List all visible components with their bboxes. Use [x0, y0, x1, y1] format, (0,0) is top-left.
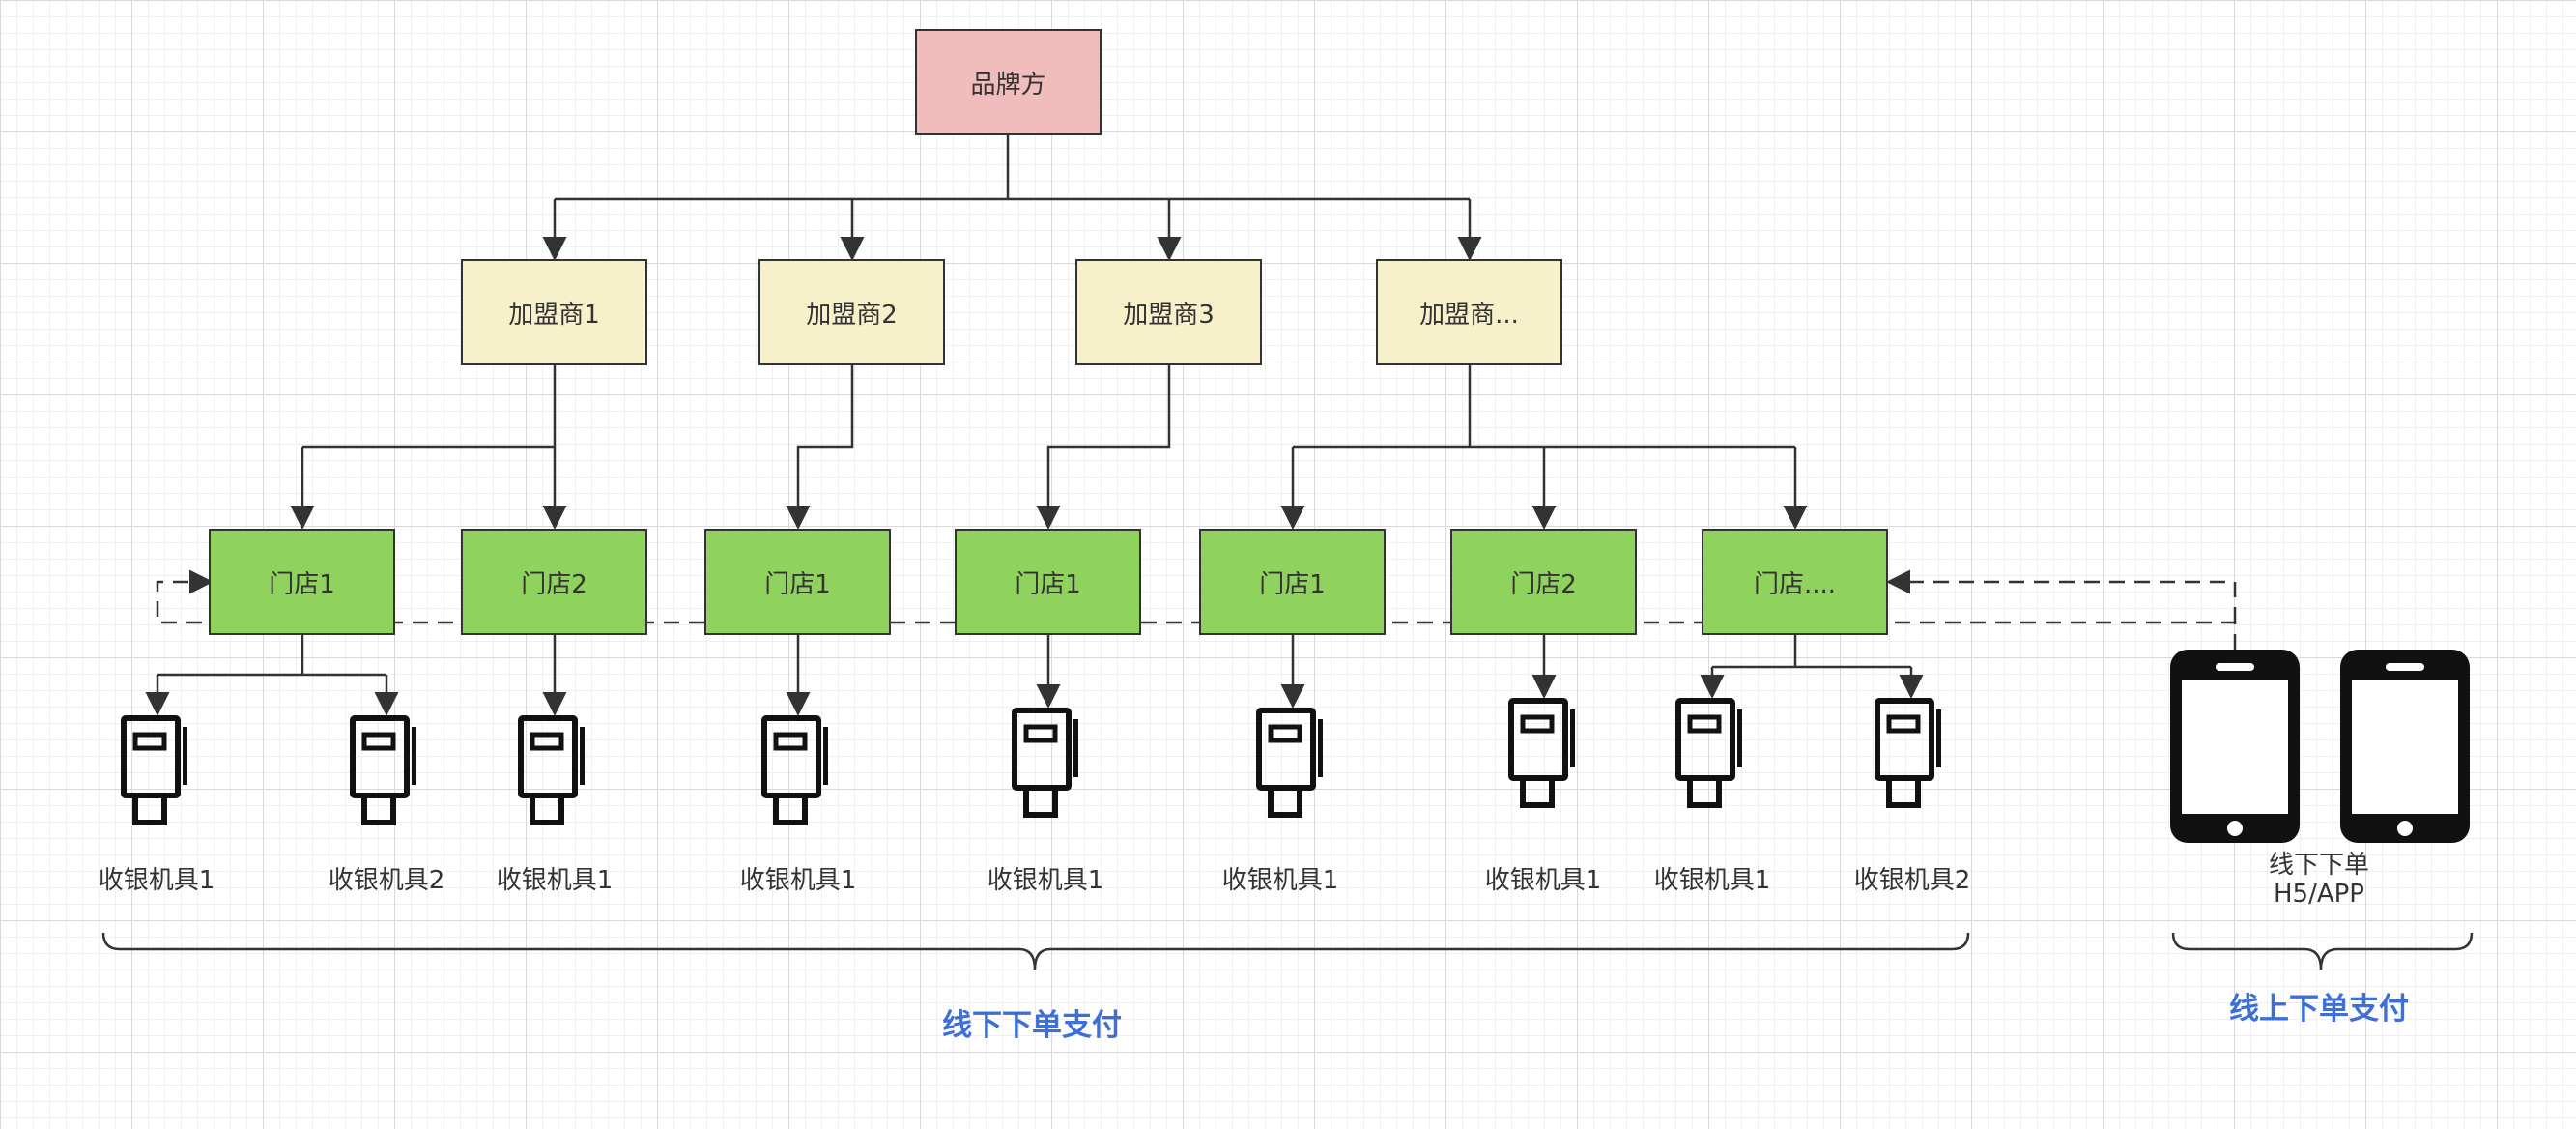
node-store-2: 门店2	[461, 529, 647, 635]
connector-brand-bus	[555, 135, 1470, 201]
node-store-4: 门店1	[955, 529, 1141, 635]
node-brand-label: 品牌方	[970, 70, 1046, 100]
pos-terminal-icon	[1256, 708, 1323, 818]
node-store-label: 门店1	[764, 569, 831, 599]
group-title-offline: 线下下单支付	[942, 1008, 1122, 1043]
pos-terminal-icon	[518, 715, 585, 825]
connector-s1-bus	[157, 635, 386, 677]
connector-online-dashed-arrow	[1894, 580, 2237, 622]
node-store-label: 门店2	[1510, 569, 1577, 599]
pos-terminal-icon	[1675, 698, 1742, 808]
smartphone-icon	[2170, 650, 2300, 843]
connector-f2-s3	[786, 365, 854, 530]
pos-terminal-icon	[1012, 708, 1078, 818]
node-store-label: 门店1	[1259, 569, 1326, 599]
connector-f1-bus	[302, 365, 557, 449]
node-franchisee-label: 加盟商1	[508, 300, 600, 330]
terminal-label: 收银机具1	[739, 866, 857, 895]
pos-terminal-icon	[350, 715, 416, 825]
smartphone-icon	[2340, 650, 2470, 843]
terminal-label: 收银机具1	[1221, 866, 1339, 895]
terminal-label: 收银机具1	[1653, 866, 1771, 895]
node-franchisee-label: 加盟商2	[806, 300, 898, 330]
group-title-online: 线上下单支付	[2229, 992, 2409, 1027]
phone-label-line2: H5/APP	[2273, 880, 2364, 909]
phone-label: 线下下单 H5/APP	[2269, 851, 2369, 909]
phone-label-line1: 线下下单	[2268, 851, 2370, 880]
node-store-1: 门店1	[209, 529, 395, 635]
node-franchisee-4: 加盟商...	[1376, 259, 1562, 365]
terminal-label: 收银机具1	[98, 866, 215, 895]
node-store-label: 门店2	[521, 569, 587, 599]
connector-f3-s4	[1036, 365, 1171, 530]
node-store-6: 门店2	[1450, 529, 1637, 635]
node-franchisee-label: 加盟商...	[1419, 300, 1519, 330]
pos-terminal-icon	[1875, 698, 1941, 808]
node-franchisee-2: 加盟商2	[758, 259, 945, 365]
node-store-5: 门店1	[1199, 529, 1386, 635]
pos-terminal-icon	[121, 715, 187, 825]
node-franchisee-1: 加盟商1	[461, 259, 647, 365]
pos-terminal-icon	[761, 715, 828, 825]
connector-online-dashed	[156, 580, 2237, 650]
connector-s7-bus	[1712, 635, 1911, 669]
brace-online	[2171, 932, 2474, 970]
terminal-label: 收银机具1	[496, 866, 614, 895]
node-store-label: 门店....	[1753, 569, 1837, 599]
terminal-label: 收银机具1	[987, 866, 1104, 895]
node-store-3: 门店1	[704, 529, 891, 635]
node-brand: 品牌方	[915, 29, 1102, 135]
node-store-label: 门店1	[269, 569, 335, 599]
pos-terminal-icon	[1508, 698, 1575, 808]
terminal-label: 收银机具2	[328, 866, 445, 895]
connector-f4-bus	[1293, 365, 1795, 449]
brace-offline	[101, 932, 1970, 970]
node-franchisee-label: 加盟商3	[1123, 300, 1215, 330]
terminal-label: 收银机具1	[1484, 866, 1602, 895]
terminal-label: 收银机具2	[1853, 866, 1971, 895]
node-franchisee-3: 加盟商3	[1075, 259, 1262, 365]
node-store-label: 门店1	[1015, 569, 1081, 599]
node-store-7: 门店....	[1702, 529, 1888, 635]
